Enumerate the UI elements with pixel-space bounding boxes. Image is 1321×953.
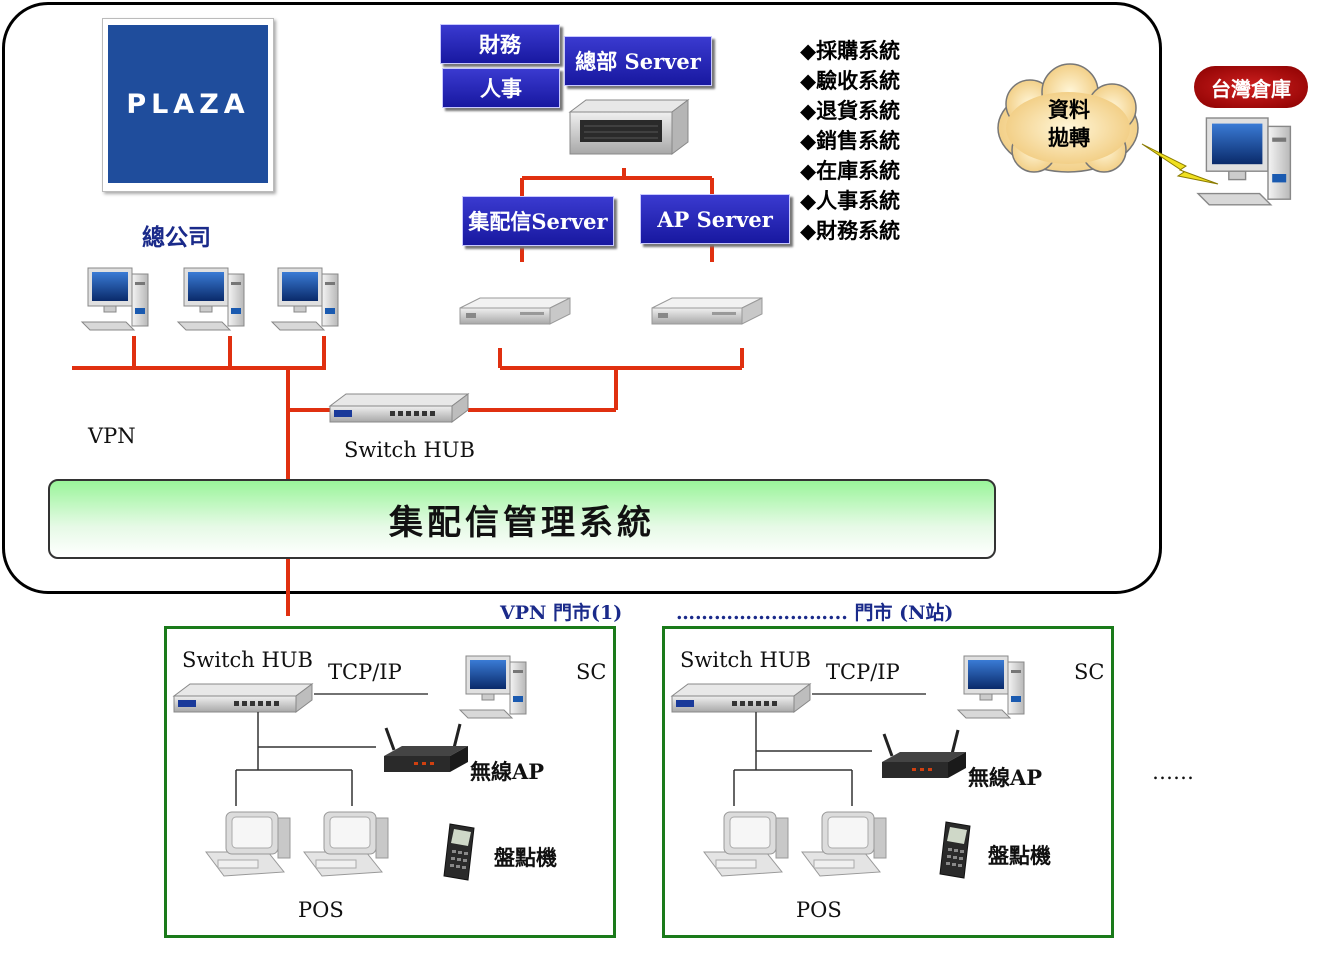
store1-sc-pc-icon	[459, 655, 527, 719]
storen-tcpip-label: TCP/IP	[826, 660, 900, 684]
storen-scanner-label: 盤點機	[988, 843, 1051, 868]
hq-pc-icon	[271, 267, 339, 331]
store-1-header: VPN 門市(1)	[500, 602, 623, 624]
finance-box: 財務	[440, 24, 560, 64]
hq-pc-icon	[177, 267, 245, 331]
system-item: ◆採購系統	[800, 38, 901, 63]
storen-ap-label: 無線AP	[968, 765, 1043, 790]
hq-server-icon	[568, 99, 690, 155]
store1-ap-label: 無線AP	[470, 759, 545, 784]
system-item: ◆人事系統	[800, 188, 901, 213]
more-stores-ellipsis: ……	[1152, 760, 1194, 784]
system-item: ◆在庫系統	[800, 158, 901, 183]
hq-switch-hub-label: Switch HUB	[344, 438, 475, 462]
warehouse-pc-icon	[1197, 117, 1292, 206]
storen-sc-label: SC	[1074, 660, 1105, 684]
storen-pos-label: POS	[796, 898, 842, 922]
cloud-line-1: 資料	[1048, 97, 1090, 122]
systems-list: ◆採購系統 ◆驗收系統 ◆退貨系統 ◆銷售系統 ◆在庫系統 ◆人事系統 ◆財務系…	[800, 36, 900, 246]
lightning-icon	[1141, 143, 1219, 185]
cloud-line-2: 拋轉	[1048, 125, 1090, 150]
storen-wireless-ap-icon	[880, 728, 968, 780]
jpx-rack-server-icon	[459, 297, 571, 325]
hr-box: 人事	[442, 68, 560, 108]
storen-pos-icon	[703, 811, 789, 877]
ap-server-box: AP Server	[640, 194, 790, 244]
hq-network-lines	[72, 168, 744, 616]
store1-wireless-ap-icon	[382, 722, 470, 774]
storen-scanner-icon	[939, 821, 971, 879]
storen-switch-hub-label: Switch HUB	[680, 648, 811, 672]
data-transfer-label: 資料 拋轉	[1030, 96, 1108, 152]
storen-pos-icon	[801, 811, 887, 877]
store1-scanner-label: 盤點機	[494, 845, 557, 870]
logo-text: PLAZA	[126, 88, 250, 120]
system-item: ◆驗收系統	[800, 68, 901, 93]
hq-server-box: 總部 Server	[564, 36, 712, 86]
store1-switch-hub-label: Switch HUB	[182, 648, 313, 672]
storen-switch-icon	[671, 683, 811, 713]
hq-pc-icon	[81, 267, 149, 331]
jpx-server-box: 集配信Server	[462, 196, 614, 246]
cloud-icon	[997, 63, 1139, 173]
store1-switch-icon	[173, 683, 313, 713]
taiwan-warehouse-badge: 台灣倉庫	[1194, 66, 1308, 108]
plaza-logo: PLAZA	[102, 18, 274, 192]
store1-sc-label: SC	[576, 660, 607, 684]
store1-pos-icon	[205, 811, 291, 877]
system-item: ◆銷售系統	[800, 128, 901, 153]
hq-switch-icon	[329, 393, 469, 423]
system-item: ◆財務系統	[800, 218, 901, 243]
store1-tcpip-label: TCP/IP	[328, 660, 402, 684]
vpn-label: VPN	[88, 424, 136, 448]
store-n-header: ……………………... 門市 (N站)	[676, 602, 954, 624]
ap-rack-server-icon	[651, 297, 763, 325]
storen-sc-pc-icon	[957, 655, 1025, 719]
store1-scanner-icon	[443, 823, 475, 881]
store-1-frame	[164, 626, 616, 938]
store-n-frame	[662, 626, 1114, 938]
hq-company-label: 總公司	[142, 224, 211, 251]
system-item: ◆退貨系統	[800, 98, 901, 123]
store1-pos-label: POS	[298, 898, 344, 922]
store1-pos-icon	[303, 811, 389, 877]
mgmt-system-bar: 集配信管理系統	[48, 479, 996, 559]
